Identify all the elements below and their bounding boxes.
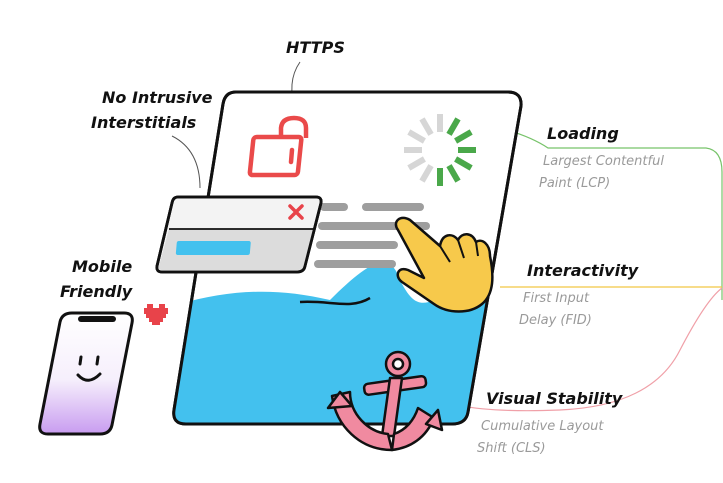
visual-stability-connector bbox=[429, 287, 723, 412]
popup-button bbox=[175, 241, 251, 255]
anchor-icon bbox=[326, 350, 444, 452]
spinner-segment bbox=[407, 129, 426, 144]
spinner-segment bbox=[419, 117, 434, 136]
interactivity-metric-line2: Delay (FID) bbox=[519, 313, 592, 328]
spinner-segment bbox=[446, 117, 461, 136]
visual-stability-label: Visual Stability bbox=[486, 389, 623, 408]
visual-stability-metric-line1: Cumulative Layout bbox=[481, 419, 604, 434]
interactivity-metric-line1: First Input bbox=[523, 291, 590, 306]
wave-crest bbox=[299, 296, 371, 306]
loading-label: Loading bbox=[547, 124, 619, 143]
loading-connector bbox=[499, 127, 723, 300]
spinner-segment bbox=[419, 164, 434, 183]
interactivity-label: Interactivity bbox=[527, 261, 639, 280]
interstitials-label-line1: No Intrusive bbox=[102, 88, 213, 107]
interstitials-label-line2: Interstitials bbox=[91, 113, 196, 132]
mobile-phone bbox=[38, 311, 134, 436]
interstitial-popup bbox=[155, 195, 323, 274]
heart-icon bbox=[144, 304, 168, 325]
loading-metric-line2: Paint (LCP) bbox=[539, 176, 610, 191]
interstitials-connector bbox=[171, 135, 201, 189]
mobile-label-line1: Mobile bbox=[72, 257, 132, 276]
close-icon bbox=[288, 204, 304, 220]
spinner-icon bbox=[404, 114, 476, 186]
mobile-label-line2: Friendly bbox=[60, 282, 133, 301]
visual-stability-metric-line2: Shift (CLS) bbox=[477, 441, 546, 456]
spinner-segment bbox=[454, 129, 473, 144]
spinner-segment bbox=[454, 156, 473, 171]
loading-metric-line1: Largest Contentful bbox=[543, 154, 664, 169]
spinner-segment bbox=[407, 156, 426, 171]
lock-icon bbox=[247, 115, 309, 178]
smiley-face-icon bbox=[76, 355, 102, 382]
hand-pointer-icon bbox=[394, 216, 494, 313]
https-label: HTTPS bbox=[286, 38, 345, 57]
spinner-segment bbox=[446, 164, 461, 183]
